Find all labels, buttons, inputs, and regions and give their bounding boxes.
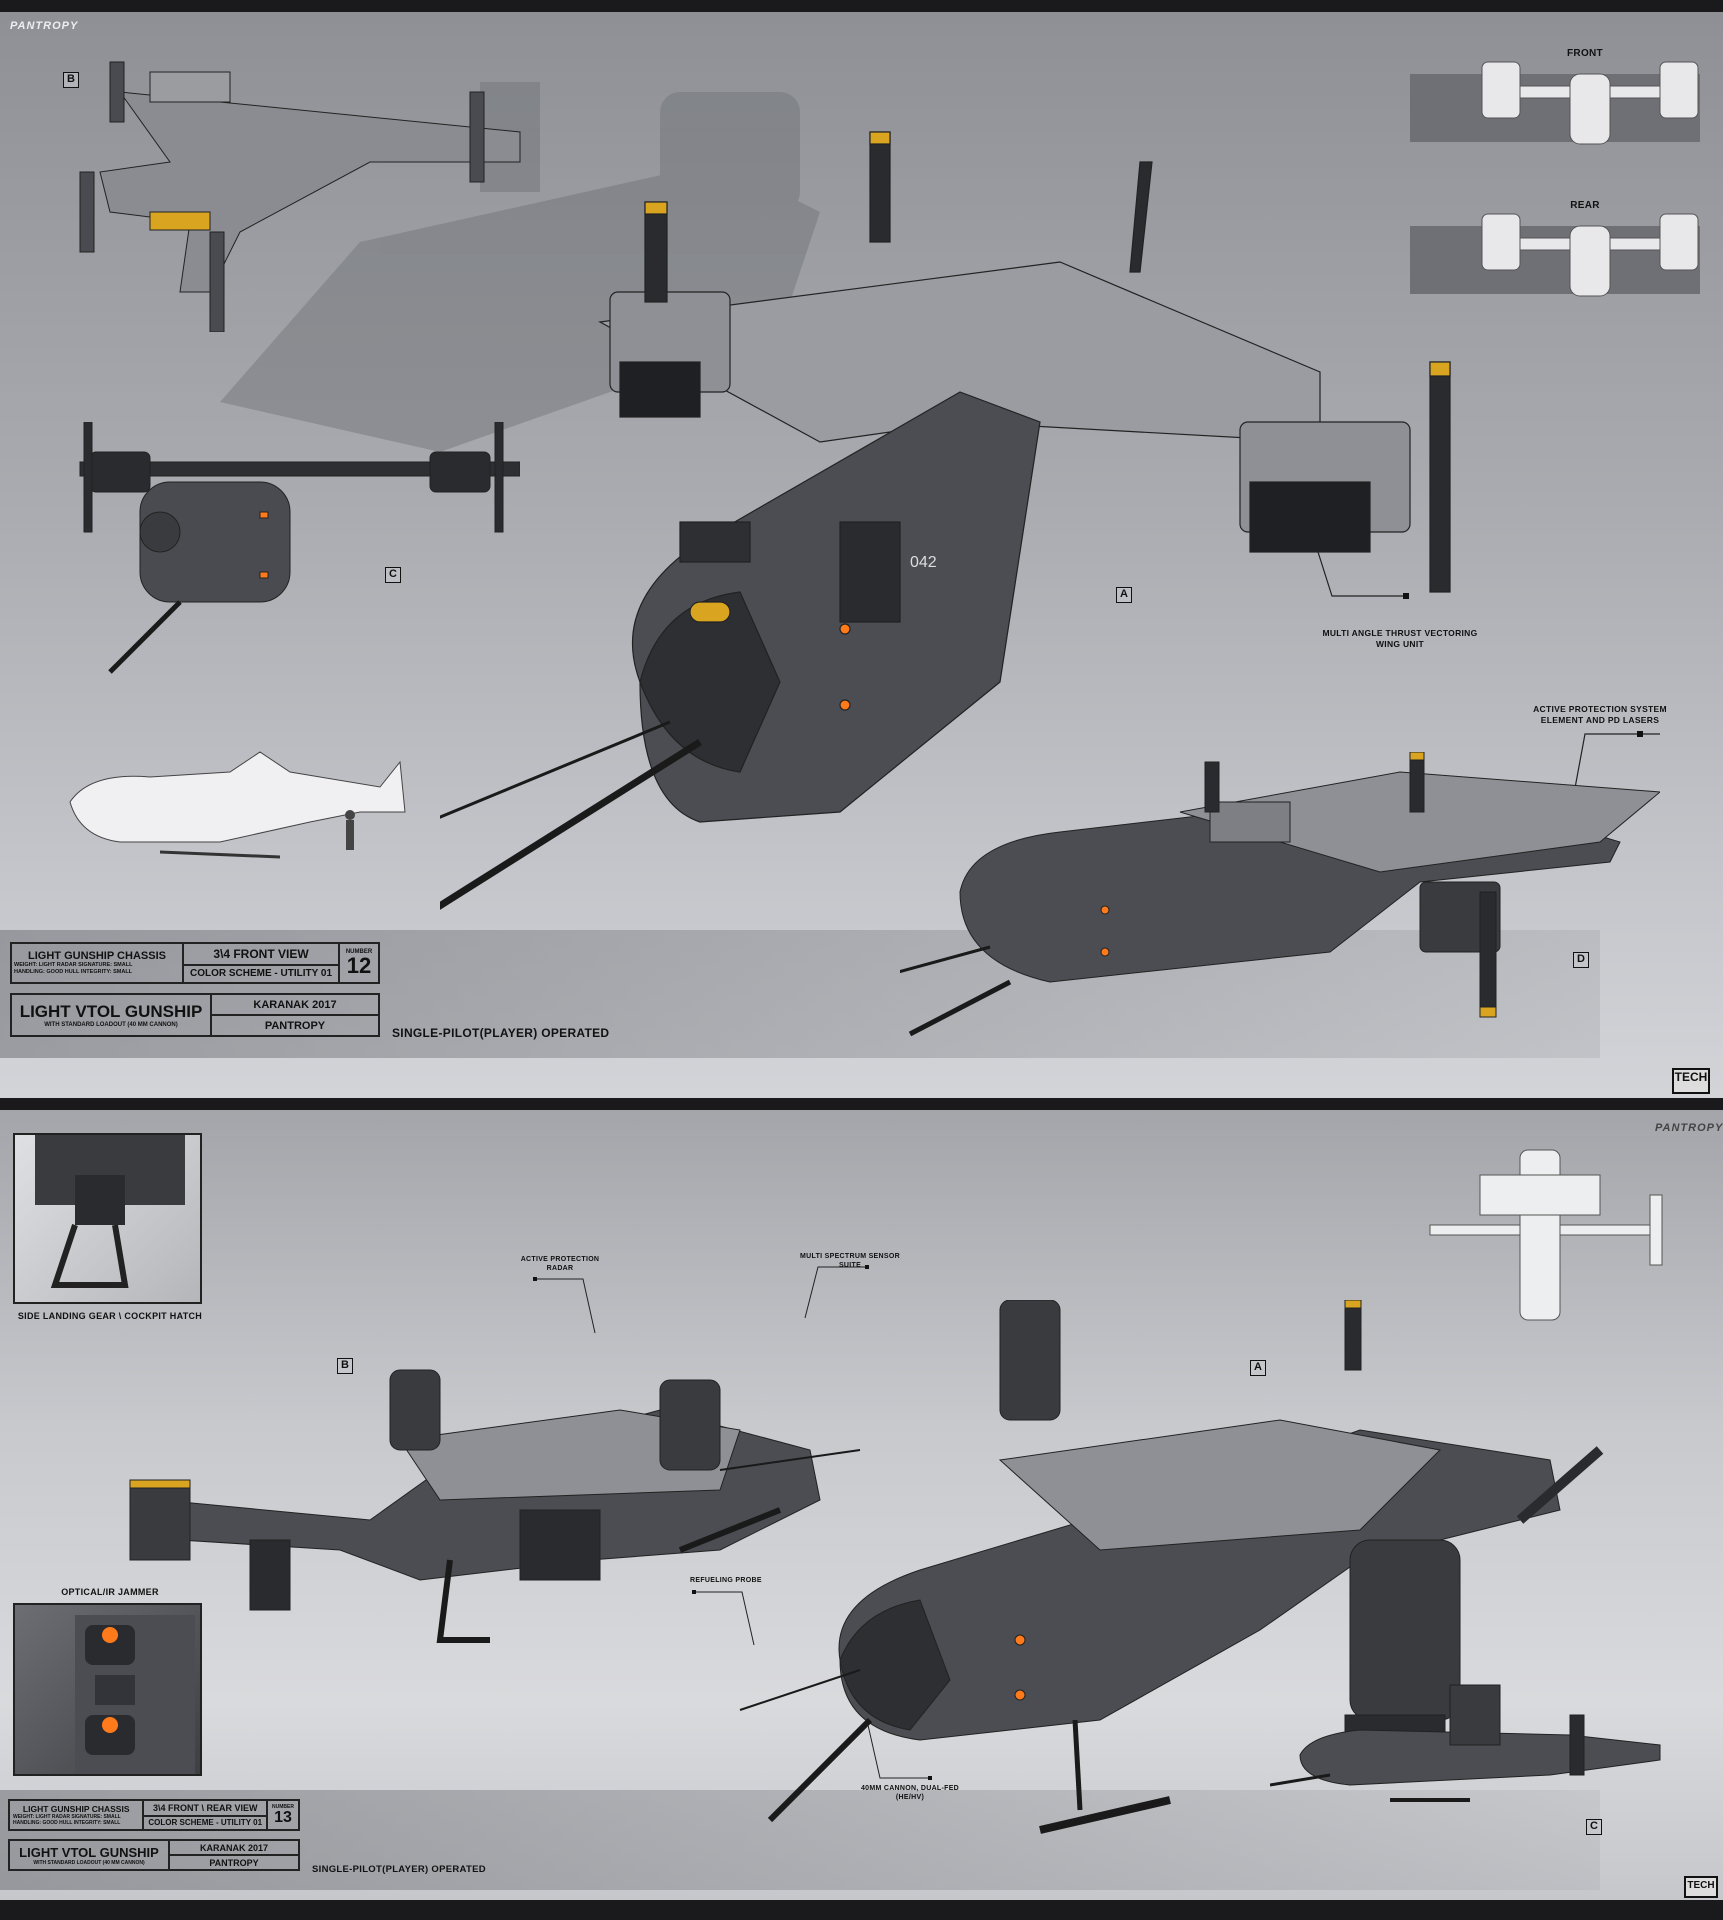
radar-callout-label: ACTIVE PROTECTION RADAR: [520, 1256, 600, 1272]
operation-label: SINGLE-PILOT(PLAYER) OPERATED: [392, 1026, 610, 1040]
aps-callout-label: ACTIVE PROTECTION SYSTEM ELEMENT AND PD …: [1533, 704, 1667, 725]
author-label: KARANAK 2017: [168, 1839, 300, 1856]
color-scheme-label: COLOR SCHEME - UTILITY 01: [142, 1814, 269, 1832]
pantropy-logo: PANTROPY: [10, 20, 79, 32]
jammer-inset-label: OPTICAL/IR JAMMER: [61, 1587, 159, 1597]
view-label: 3\4 FRONT \ REAR VIEW: [142, 1799, 269, 1817]
stats-line-2: HANDLING: GOOD HULL INTEGRITY: SMALL: [14, 969, 133, 975]
sheet-3-4-front-rear-view: PANTROPY SIDE LANDING GEAR \ COCKPIT HAT…: [0, 1110, 1723, 1900]
callout-marker: [1637, 731, 1643, 737]
landing-gear-inset-label: SIDE LANDING GEAR \ COCKPIT HATCH: [17, 1311, 203, 1321]
view-tag-b: B: [63, 72, 79, 88]
view-tag-b: B: [337, 1358, 353, 1374]
view-c-side-drawing: [1270, 1684, 1661, 1802]
tech-logo: TECH: [1672, 1068, 1710, 1094]
callout-marker: [928, 1776, 932, 1780]
callout-marker: [692, 1590, 696, 1594]
stats-line-2: HANDLING: GOOD HULL INTEGRITY: SMALL: [13, 1820, 121, 1826]
number-label: NUMBER: [345, 949, 373, 955]
tech-logo: TECH: [1684, 1876, 1718, 1898]
hull-number: 042: [910, 554, 937, 571]
probe-callout-label: REFUELING PROBE: [690, 1577, 762, 1584]
callout-marker: [533, 1277, 537, 1281]
info-block: LIGHT GUNSHIP CHASSIS WEIGHT: LIGHT RADA…: [7, 1799, 300, 1871]
sensor-callout-leader: [804, 1266, 866, 1319]
aps-callout-leader: [1574, 733, 1660, 789]
callout-marker: [1403, 593, 1409, 599]
wing-callout-label: MULTI ANGLE THRUST VECTORING WING UNIT: [1322, 628, 1478, 649]
vehicle-title: LIGHT VTOL GUNSHIP: [19, 1002, 203, 1021]
stats-line-1: WEIGHT: LIGHT RADAR SIGNATURE: SMALL: [14, 962, 133, 969]
top-plan-view-drawing: [1429, 1149, 1663, 1321]
ortho-views-drawing: [1481, 61, 1699, 297]
view-tag-d: D: [1573, 952, 1589, 968]
wing-callout-leader: [1317, 552, 1405, 597]
chassis-label: LIGHT GUNSHIP CHASSIS: [22, 1804, 130, 1814]
side-profile-scale-drawing: [69, 751, 406, 859]
studio-label: PANTROPY: [210, 1014, 380, 1037]
vehicle-subtitle: WITH STANDARD LOADOUT (40 MM CANNON): [44, 1022, 178, 1028]
radar-callout-leader: [537, 1278, 596, 1334]
view-tag-a: A: [1116, 587, 1132, 603]
ghost-shadow-view: [220, 82, 820, 452]
view-a-main-drawing: 042: [440, 131, 1451, 910]
author-label: KARANAK 2017: [210, 993, 380, 1016]
stats-line-1: WEIGHT: LIGHT RADAR SIGNATURE: SMALL: [13, 1814, 121, 1820]
rear-ortho-band: [1410, 226, 1700, 294]
pantropy-logo: PANTROPY: [1655, 1122, 1723, 1134]
view-b-top-drawing: [79, 61, 521, 332]
landing-gear-inset: [13, 1133, 202, 1304]
cannon-callout-leader: [868, 1725, 930, 1779]
rear-ortho-label: REAR: [1570, 200, 1600, 211]
chassis-label: LIGHT GUNSHIP CHASSIS: [28, 950, 166, 963]
info-block: LIGHT GUNSHIP CHASSIS WEIGHT: LIGHT RADA…: [10, 942, 380, 1037]
cannon-callout-label: 40MM CANNON, DUAL-FED (HE/HV): [860, 1785, 960, 1801]
vehicle-subtitle: WITH STANDARD LOADOUT (40 MM CANNON): [33, 1859, 145, 1866]
landing-gear-detail: [35, 1135, 185, 1288]
view-tag-c: C: [1586, 1819, 1602, 1835]
view-d-side-drawing: [900, 752, 1660, 1037]
callout-marker: [865, 1265, 869, 1269]
studio-label: PANTROPY: [168, 1854, 300, 1871]
sheet-number: 12: [346, 953, 372, 978]
front-ortho-label: FRONT: [1567, 48, 1603, 59]
vehicle-title: LIGHT VTOL GUNSHIP: [19, 1844, 159, 1860]
sensor-callout-label: MULTI SPECTRUM SENSOR SUITE: [800, 1253, 900, 1269]
view-c-front-drawing: [79, 422, 520, 674]
view-tag-c: C: [385, 567, 401, 583]
probe-callout-leader: [696, 1591, 755, 1646]
front-ortho-band: [1410, 74, 1700, 142]
sheet-number: 13: [274, 1809, 292, 1826]
sheet-3-4-front-view: PANTROPY FRONT REAR B: [0, 12, 1723, 1098]
number-label: NUMBER: [272, 1804, 294, 1810]
color-scheme-label: COLOR SCHEME - UTILITY 01: [182, 963, 340, 985]
view-a-front-drawing: [739, 1300, 1604, 1834]
view-b-rear-drawing: [129, 1369, 861, 1643]
view-tag-a: A: [1250, 1360, 1266, 1376]
jammer-inset: [13, 1603, 202, 1776]
view-label: 3\4 FRONT VIEW: [182, 942, 340, 966]
jammer-detail: [75, 1615, 195, 1774]
operation-label: SINGLE-PILOT(PLAYER) OPERATED: [312, 1864, 486, 1875]
